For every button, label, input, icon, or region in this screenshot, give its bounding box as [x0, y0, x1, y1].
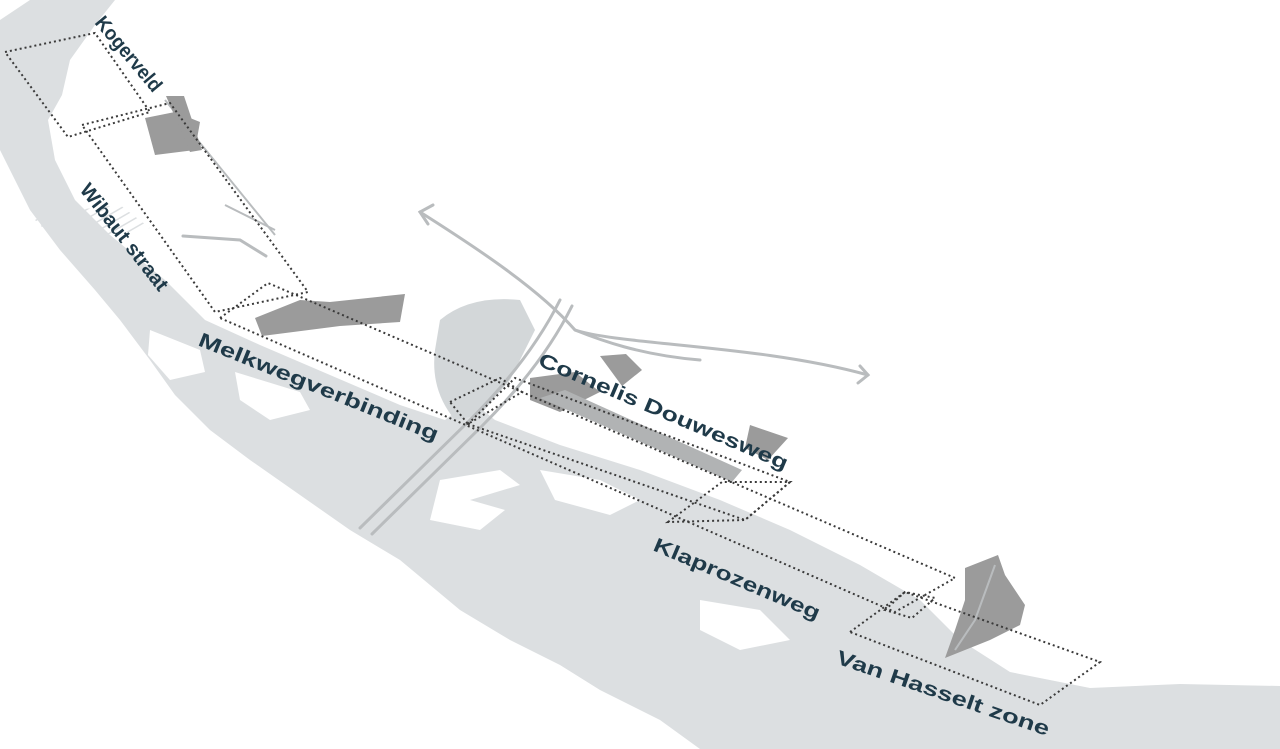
hatched-area [30, 205, 150, 245]
building [600, 354, 642, 386]
hatched-area [690, 690, 900, 749]
building [255, 294, 405, 336]
inlet-shape [60, 118, 95, 160]
inlet-shape [430, 470, 520, 530]
local-road [181, 234, 268, 258]
zone-klaprozenweg-junction [664, 481, 793, 524]
arrow-head-east-icon [856, 364, 871, 385]
highway-lane [370, 304, 574, 536]
ring-road-branch [573, 328, 702, 362]
building [745, 425, 788, 460]
inlet-shape [148, 330, 205, 380]
road-platform [540, 390, 742, 482]
zone-kogerveld [3, 31, 152, 139]
building-edge [954, 564, 996, 651]
upper-left-water [0, 0, 45, 60]
building [166, 96, 202, 152]
inlet-shape [540, 470, 640, 515]
arrow-head-west-icon [417, 203, 435, 226]
label-kogerveld: Kogerveld [90, 12, 166, 97]
junction-area [434, 299, 535, 420]
zone-wibaut-straat [80, 101, 310, 314]
local-road [224, 204, 276, 231]
inlet-shape [235, 372, 310, 420]
zone-cornelis-douwesweg [466, 376, 792, 522]
zone-melkwegverbinding [218, 281, 958, 614]
highway-lane [358, 298, 562, 530]
building [945, 555, 1025, 658]
zone-van-hasselt [847, 590, 1103, 707]
zone-cornelis-junction [448, 376, 524, 426]
inlet-shape [700, 600, 790, 650]
